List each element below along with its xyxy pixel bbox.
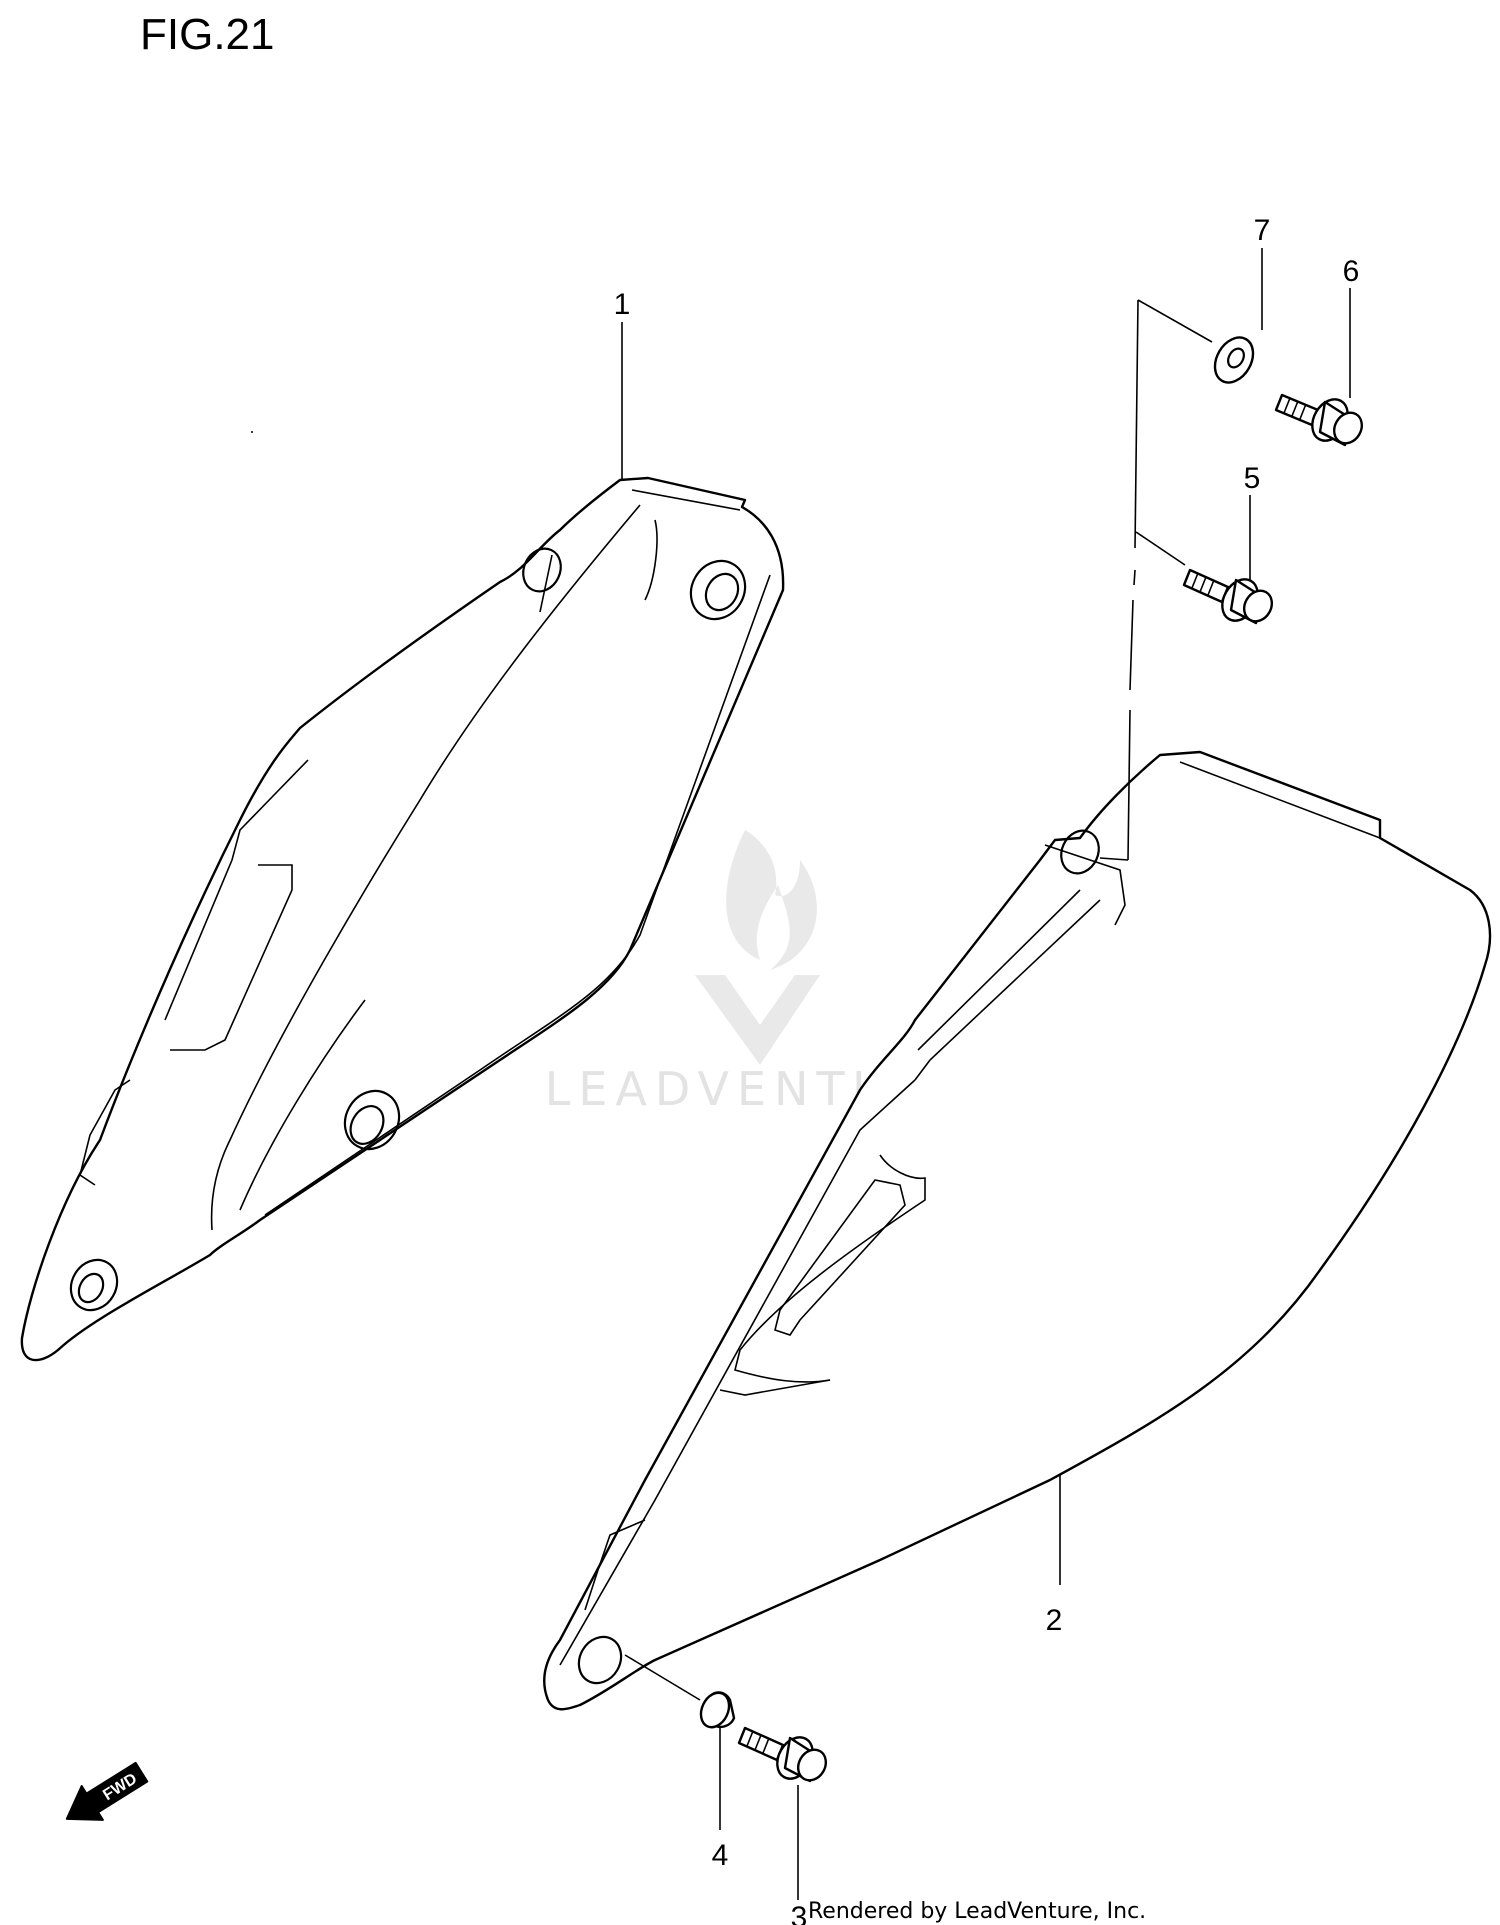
callout-5: 5: [1244, 462, 1261, 495]
callout-2: 2: [1046, 1604, 1063, 1637]
callout-1: 1: [614, 288, 631, 321]
part-3-bolt: [737, 1726, 828, 1783]
callout-7: 7: [1254, 214, 1271, 247]
callout-6: 6: [1343, 255, 1360, 288]
forward-direction-arrow-icon: FWD: [65, 1761, 149, 1821]
watermark-flame-icon: [695, 830, 820, 1065]
watermark: LEADVENTURE: [545, 830, 963, 1116]
part-6-bolt: [1274, 393, 1364, 447]
part-2-right-side-cover: [543, 750, 1492, 1711]
part-1-left-side-cover: [20, 476, 785, 1362]
assembly-lines: [621, 248, 1351, 1900]
render-credit: Rendered by LeadVenture, Inc.: [808, 1899, 1146, 1924]
part-7-washer: [1213, 336, 1255, 384]
part-5-bolt: [1182, 568, 1274, 625]
callout-4: 4: [712, 1839, 729, 1872]
figure-title: FIG.21: [140, 10, 275, 59]
callout-3: 3: [791, 1901, 808, 1925]
stray-mark: [251, 431, 253, 433]
part-4-collar: [699, 1691, 736, 1729]
